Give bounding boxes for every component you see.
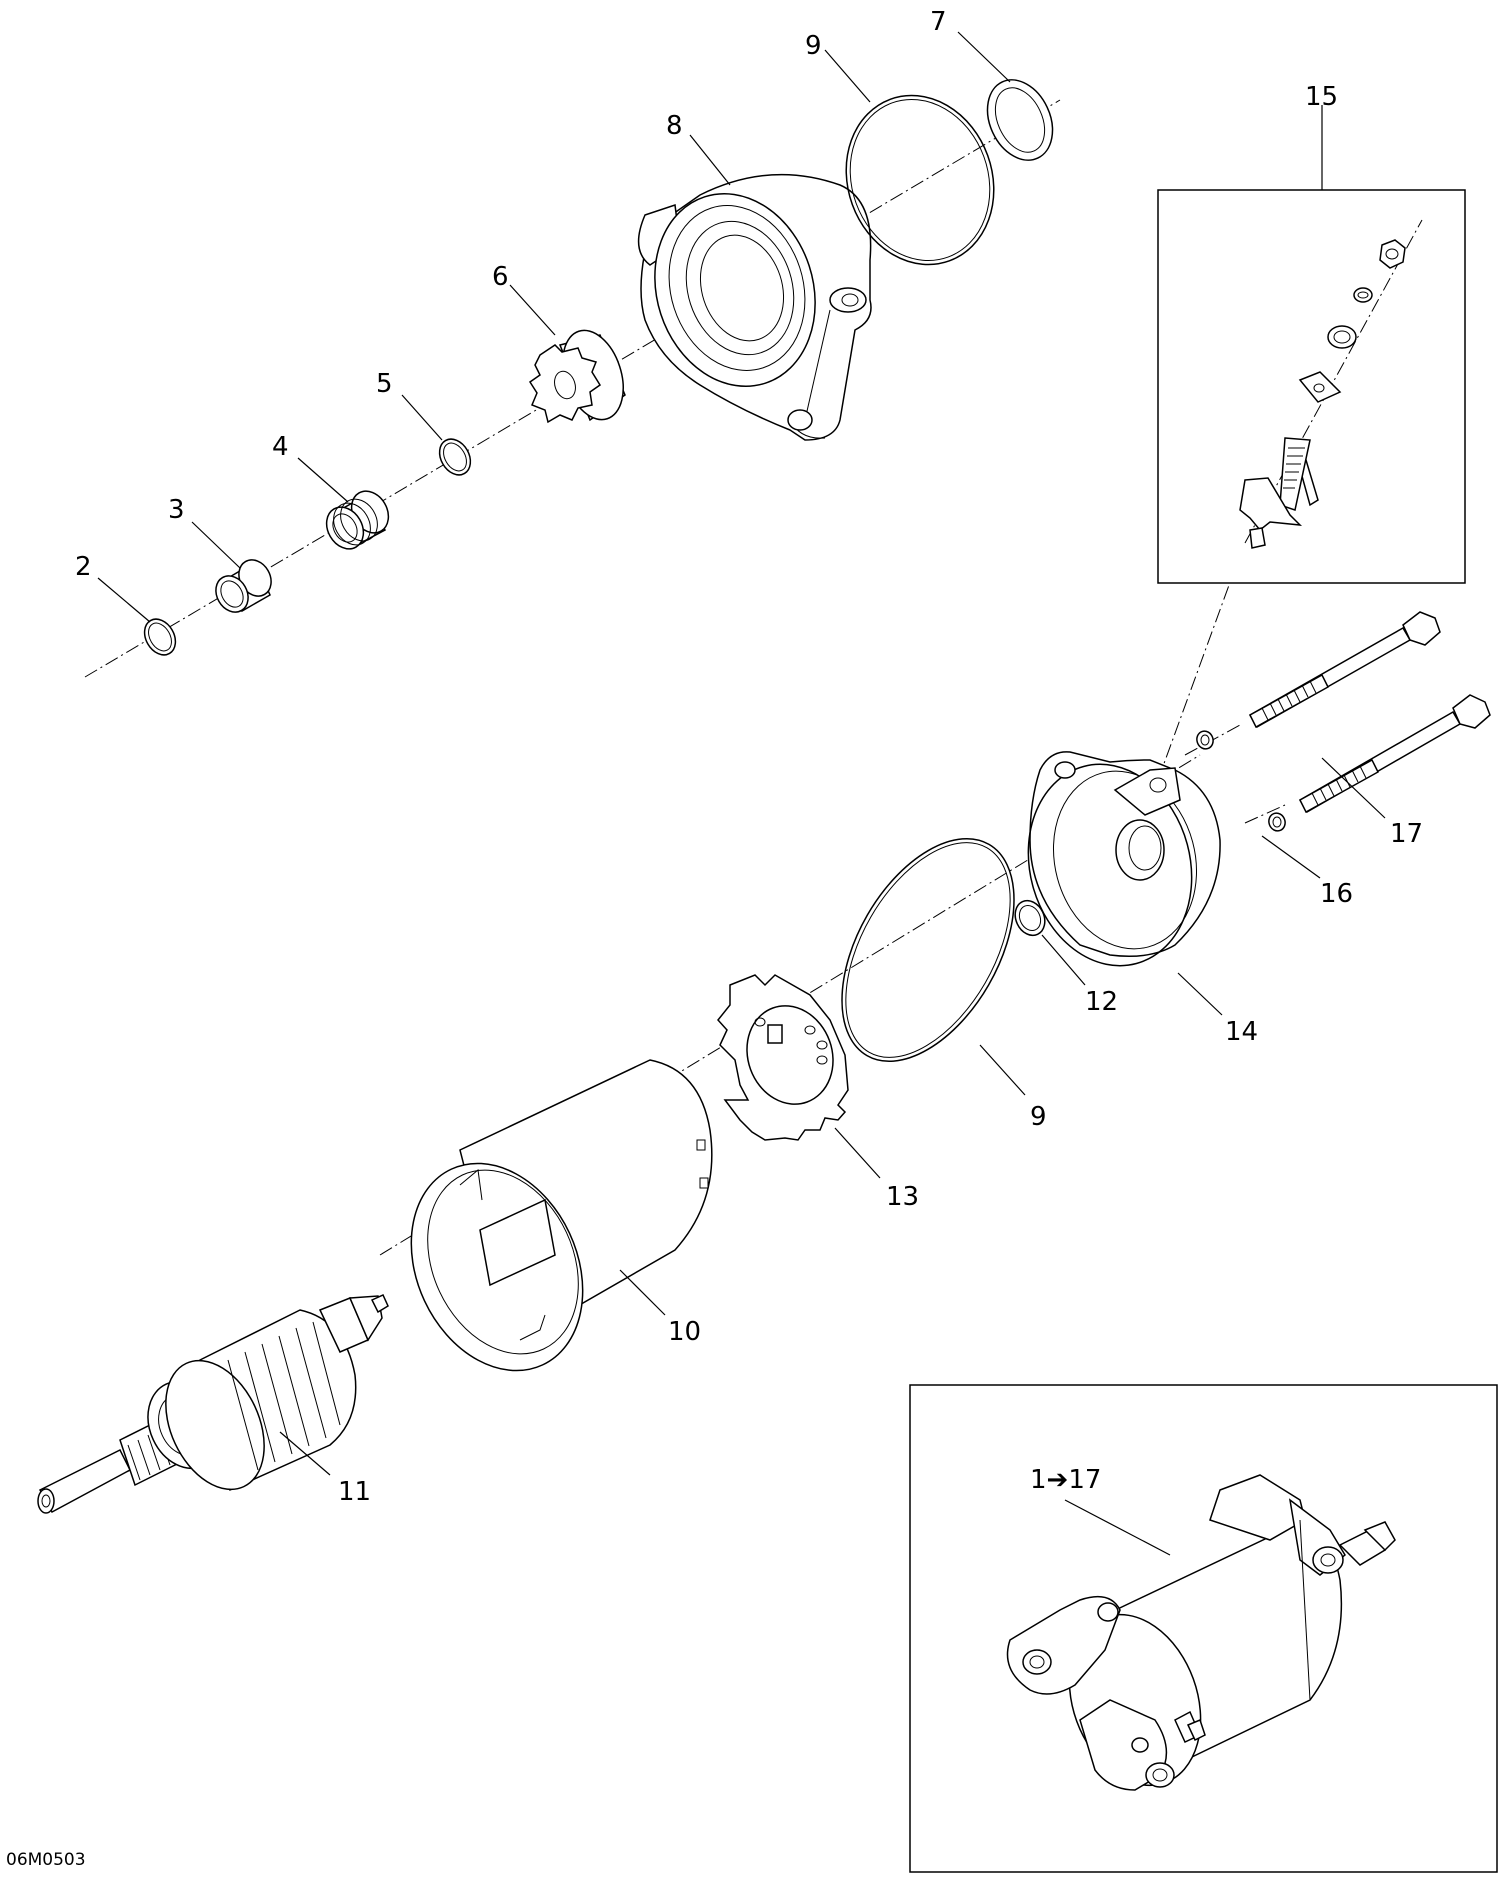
callout-12: 12 — [1085, 987, 1118, 1017]
callout-16: 16 — [1320, 879, 1353, 909]
callout-17: 17 — [1390, 819, 1423, 849]
assembled-starter-drawing — [1006, 1474, 1396, 1791]
callout-6: 6 — [492, 262, 509, 292]
terminal-bolt — [1239, 437, 1319, 549]
callout-13: 13 — [886, 1182, 919, 1212]
bushing-part-3 — [215, 559, 272, 613]
leader-3 — [191, 521, 241, 569]
leader-8 — [689, 134, 731, 186]
callout-9-lower: 9 — [1030, 1102, 1047, 1132]
o-ring-part-9-upper — [845, 94, 995, 266]
leader-7 — [957, 31, 1011, 83]
upper-assembly-axis — [84, 99, 1061, 678]
through-bolt-part-17-b — [1298, 694, 1491, 814]
callout-3: 3 — [168, 495, 185, 525]
leader-10 — [619, 1269, 666, 1316]
callout-9-upper: 9 — [805, 31, 822, 61]
callout-4: 4 — [272, 432, 289, 462]
leader-5 — [401, 394, 443, 441]
terminal-kit-box-part-15 — [1157, 189, 1466, 584]
callout-1-to-17: 1➔17 — [1030, 1465, 1101, 1495]
callout-11: 11 — [338, 1477, 371, 1507]
o-ring-part-12 — [1014, 899, 1046, 937]
snap-ring-part-2 — [143, 618, 177, 656]
leader-12 — [1041, 934, 1086, 986]
end-cap-part-14 — [1027, 751, 1221, 967]
washer-part-16-b — [1268, 812, 1286, 832]
bolt-axis-b — [1244, 804, 1286, 824]
armature-part-11 — [37, 1294, 389, 1514]
leader-1-17 — [1064, 1499, 1171, 1556]
leader-11 — [279, 1431, 331, 1476]
callout-7: 7 — [930, 7, 947, 37]
callout-5: 5 — [376, 369, 393, 399]
brush-plate-part-13 — [717, 974, 849, 1141]
callout-8: 8 — [666, 111, 683, 141]
leader-2 — [97, 577, 151, 623]
callout-2: 2 — [75, 552, 92, 582]
through-bolt-part-17-a — [1248, 611, 1441, 729]
collar-part-4 — [325, 490, 390, 550]
leader-4 — [297, 457, 349, 503]
callout-10: 10 — [668, 1317, 701, 1347]
leader-14 — [1177, 972, 1223, 1016]
seal-ring-part-7 — [986, 79, 1054, 161]
terminal-nut — [1379, 239, 1406, 269]
assembled-starter-box — [909, 1384, 1498, 1873]
washer-part-16-a — [1196, 730, 1214, 750]
leader-13 — [834, 1127, 881, 1179]
drawing-code: 06M0503 — [6, 1850, 86, 1870]
yoke-part-10 — [410, 1059, 713, 1372]
drive-housing-part-8 — [637, 173, 872, 441]
callout-14: 14 — [1225, 1017, 1258, 1047]
terminal-insulator-washer — [1327, 325, 1357, 349]
terminal-washer-small — [1353, 287, 1373, 303]
leader-9-upper — [824, 49, 871, 103]
leader-6 — [509, 284, 556, 336]
leader-9-lower — [979, 1044, 1026, 1096]
solenoid-kit-axis — [1157, 554, 1241, 781]
leader-16 — [1261, 835, 1321, 879]
callout-15: 15 — [1305, 82, 1338, 112]
terminal-plate — [1298, 371, 1342, 403]
pinion-gear-part-6 — [528, 329, 626, 424]
o-ring-part-5 — [438, 438, 472, 476]
o-ring-part-9-lower — [841, 837, 1015, 1063]
leader-17 — [1321, 757, 1386, 819]
